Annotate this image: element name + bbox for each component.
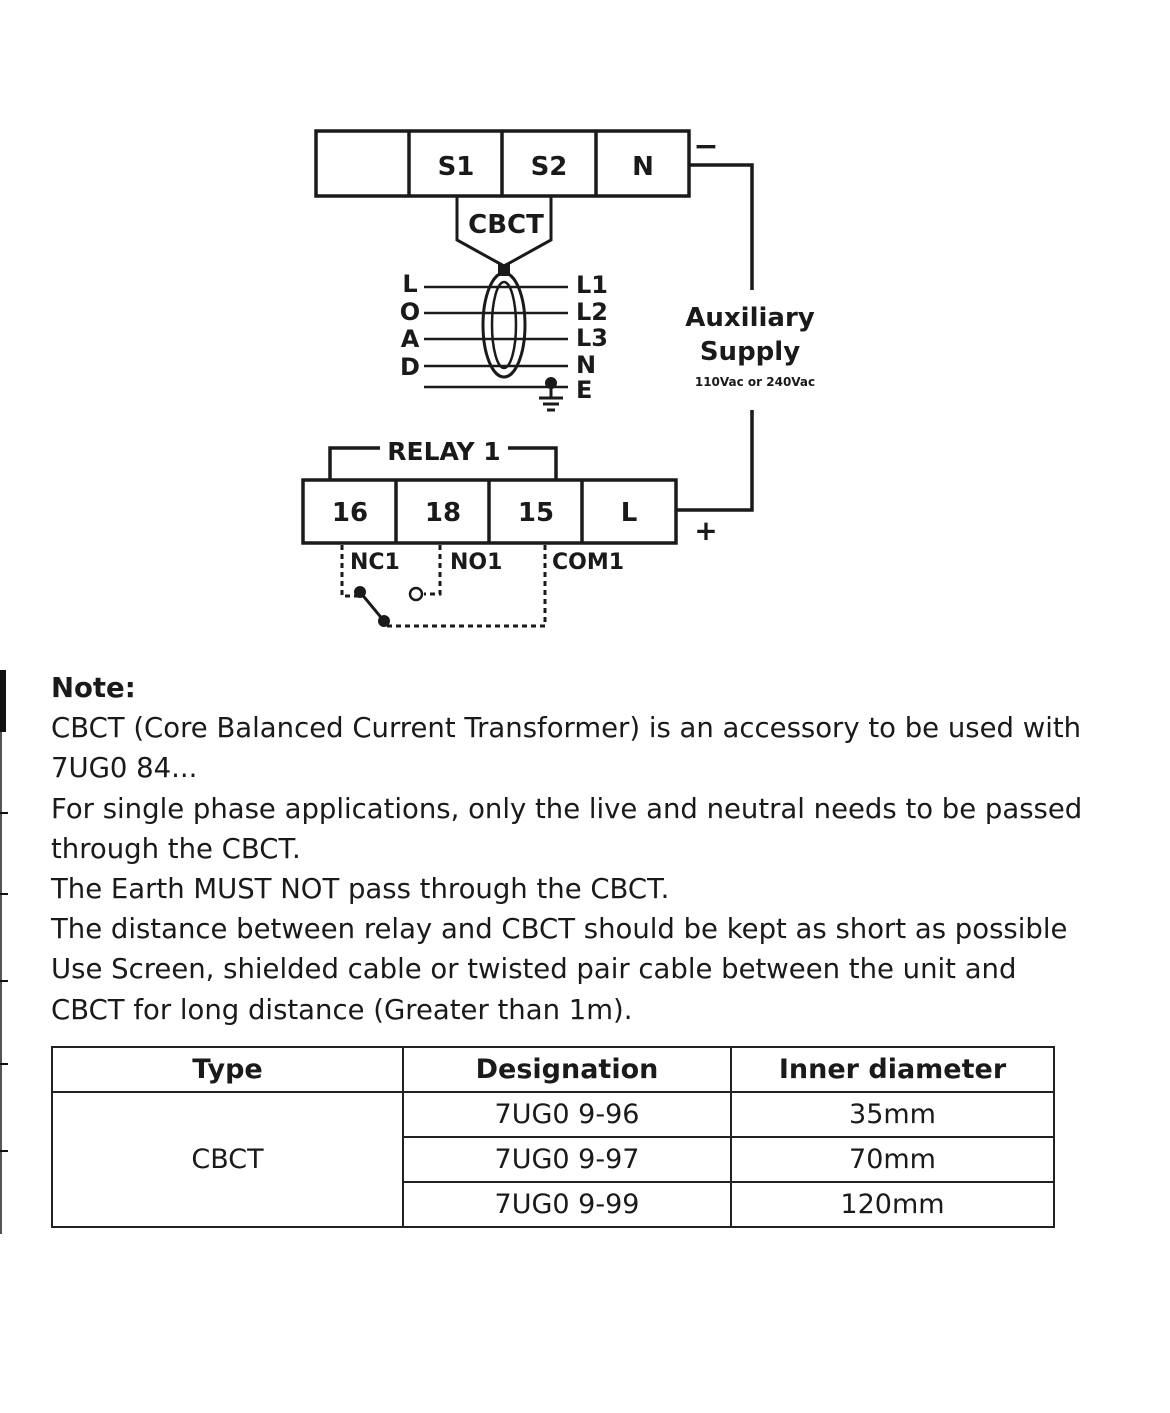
note-line: 7UG0 84... — [51, 752, 198, 785]
terminal-label-s1: S1 — [438, 152, 475, 182]
load-letter: D — [400, 353, 420, 381]
note-line: The distance between relay and CBCT shou… — [51, 913, 1068, 946]
table-header-row: Type Designation Inner diameter — [51, 1046, 1055, 1093]
contact-label-no1: NO1 — [450, 550, 502, 575]
note-line: CBCT for long distance (Greater than 1m)… — [51, 993, 633, 1026]
col-header-type: Type — [51, 1046, 404, 1093]
note-line: The Earth MUST NOT pass through the CBCT… — [51, 873, 670, 906]
note-line: Use Screen, shielded cable or twisted pa… — [51, 953, 1017, 986]
note-line: CBCT (Core Balanced Current Transformer)… — [51, 712, 1082, 745]
notes-section: Note: CBCT (Core Balanced Current Transf… — [51, 668, 1131, 1030]
aux-supply-voltage: 110Vac or 240Vac — [695, 375, 815, 389]
diameter-cell: 35mm — [730, 1091, 1055, 1138]
page-edge-line — [0, 732, 2, 1234]
table-row: CBCT 7UG0 9-96 35mm — [51, 1091, 1055, 1228]
line-label-e: E — [576, 376, 592, 404]
note-line: through the CBCT. — [51, 832, 301, 865]
col-header-designation: Designation — [402, 1046, 732, 1093]
aux-supply-subtitle: Supply — [700, 337, 800, 367]
table-row: 7UG0 9-99 120mm — [52, 1181, 1055, 1228]
page-edge-tick — [0, 812, 8, 814]
relay-switch-icon — [354, 586, 424, 627]
table-row: 7UG0 9-97 70mm — [52, 1136, 1055, 1183]
terminal-label-n: N — [632, 152, 654, 182]
line-label-l2: L2 — [576, 298, 608, 326]
diameter-cell: 120mm — [730, 1181, 1055, 1228]
aux-supply-wire-top — [689, 163, 754, 290]
minus-sign: − — [693, 129, 718, 164]
line-label-l1: L1 — [576, 271, 608, 299]
note-line: For single phase applications, only the … — [51, 792, 1083, 825]
earth-node — [545, 377, 557, 389]
load-letter: L — [402, 270, 417, 298]
contact-label-nc1: NC1 — [350, 550, 400, 575]
wiring-diagram: S1 S2 N − CBCT L O A D L1 L2 L3 N E Auxi… — [301, 129, 815, 628]
page-edge-tick — [0, 1063, 8, 1065]
page-edge-tick — [0, 893, 8, 895]
plus-sign: + — [694, 514, 717, 547]
cbct-spec-table: Type Designation Inner diameter CBCT 7UG… — [51, 1046, 1055, 1228]
load-letter: O — [400, 298, 420, 326]
type-cell: CBCT — [51, 1091, 404, 1228]
col-header-inner-diameter: Inner diameter — [730, 1046, 1055, 1093]
designation-cell: 7UG0 9-99 — [402, 1181, 732, 1228]
terminal-label-15: 15 — [518, 498, 554, 528]
cbct-label: CBCT — [468, 210, 544, 240]
page-edge-rule — [0, 670, 6, 732]
diameter-cell: 70mm — [730, 1136, 1055, 1183]
designation-cell: 7UG0 9-97 — [402, 1136, 732, 1183]
notes-title: Note: — [51, 672, 136, 704]
page-edge-tick — [0, 1150, 8, 1152]
terminal-label-s2: S2 — [531, 152, 568, 182]
terminal-label-l: L — [621, 498, 638, 528]
terminal-label-16: 16 — [332, 498, 368, 528]
relay-contact-wiring — [340, 545, 547, 628]
aux-supply-wire-bottom — [676, 410, 754, 512]
contact-label-com1: COM1 — [552, 550, 624, 575]
bottom-terminal-block — [301, 478, 678, 545]
page-edge-tick — [0, 980, 8, 982]
ct-core-icon — [481, 271, 527, 379]
relay-bracket — [328, 446, 558, 480]
conductors — [424, 285, 568, 389]
load-letter: A — [401, 325, 420, 353]
relay-label: RELAY 1 — [387, 437, 500, 466]
ct-core-inner-icon — [490, 280, 518, 370]
line-label-l3: L3 — [576, 324, 608, 352]
designation-cell: 7UG0 9-96 — [402, 1091, 732, 1138]
terminal-label-18: 18 — [425, 498, 461, 528]
line-label-n: N — [576, 351, 596, 379]
aux-supply-title: Auxiliary — [685, 303, 815, 333]
